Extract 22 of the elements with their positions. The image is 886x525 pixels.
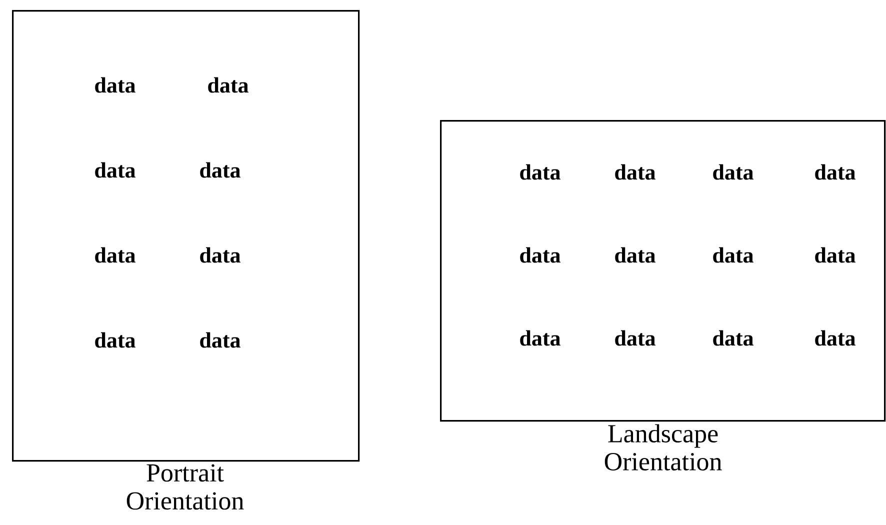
data-label: data [815, 164, 856, 180]
data-label: data [615, 330, 656, 346]
data-label: data [815, 247, 856, 263]
data-label: data [713, 330, 754, 346]
data-label: data [200, 332, 240, 348]
data-label: data [815, 330, 856, 346]
data-label: data [200, 162, 240, 178]
data-label: data [95, 77, 136, 93]
data-label: data [615, 164, 656, 180]
data-label: data [615, 247, 656, 263]
data-label: data [713, 164, 754, 180]
data-label: data [520, 330, 560, 346]
data-label: data [200, 247, 240, 263]
data-label: data [520, 164, 560, 180]
data-label: data [95, 162, 136, 178]
data-label: data [208, 77, 248, 93]
data-label: data [95, 332, 136, 348]
data-label: data [95, 247, 136, 263]
data-label: data [520, 247, 560, 263]
data-label: data [713, 247, 754, 263]
box-caption: Landscape Orientation [604, 424, 722, 470]
box-caption: Portrait Orientation [126, 464, 244, 510]
